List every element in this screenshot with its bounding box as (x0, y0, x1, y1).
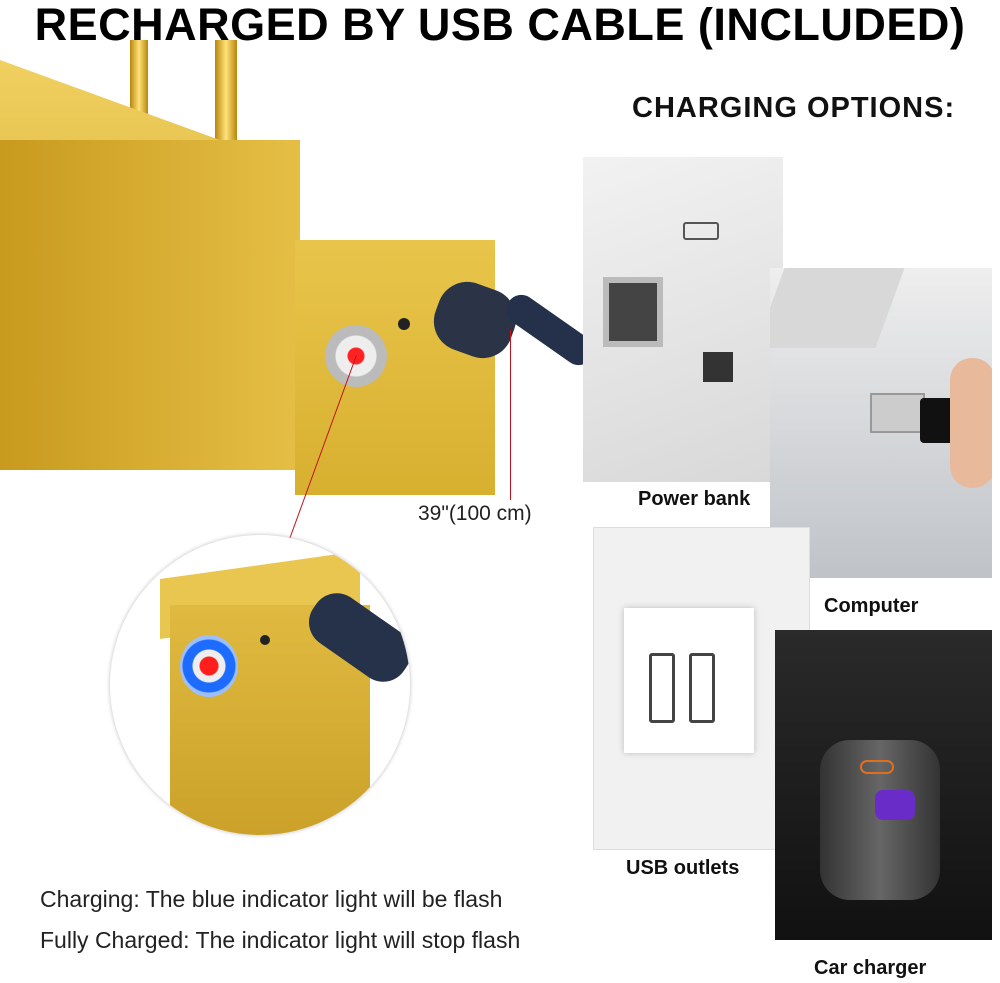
blue-indicator-light (180, 635, 238, 697)
headline: RECHARGED BY USB CABLE (INCLUDED) (34, 0, 966, 50)
option-label-computer: Computer (824, 595, 919, 617)
cable-length-label: 39"(100 cm) (418, 502, 532, 525)
option-label-usb-outlets: USB outlets (626, 857, 740, 879)
power-bank-image (583, 157, 783, 482)
charging-options-heading: CHARGING OPTIONS: (632, 92, 956, 124)
option-label-power-bank: Power bank (638, 488, 751, 510)
car-charger-image (775, 630, 992, 940)
usb-outlets-image (593, 527, 810, 850)
option-label-car-charger: Car charger (814, 957, 927, 979)
computer-image (770, 268, 992, 578)
charging-note: Charging: The blue indicator light will … (40, 886, 503, 912)
fully-charged-note: Fully Charged: The indicator light will … (40, 927, 521, 953)
indicator-closeup-image (110, 535, 410, 835)
